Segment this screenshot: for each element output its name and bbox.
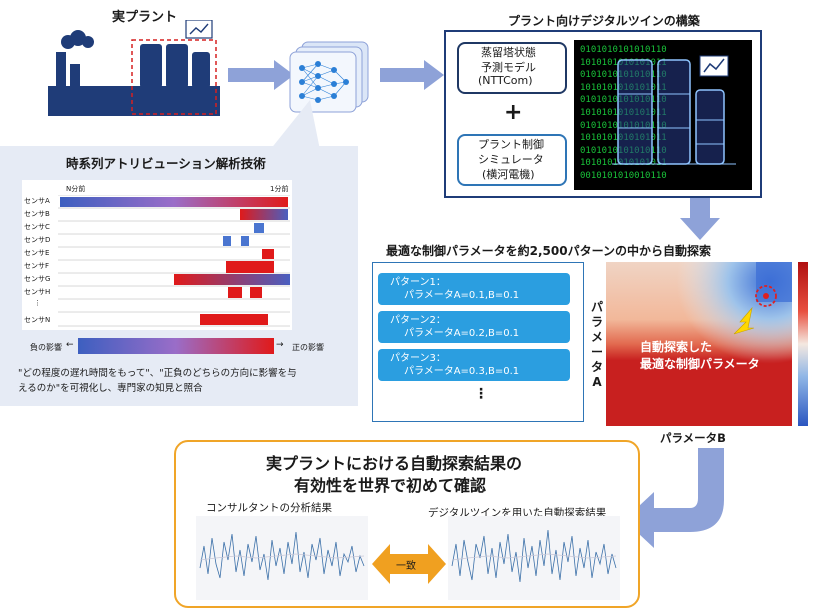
heatmap-header-left: N分前: [66, 185, 86, 193]
sensor-label: センサD: [24, 236, 51, 244]
sensor-label: センサA: [24, 197, 50, 205]
attribution-heatmap: [58, 195, 290, 327]
plant-icon: [48, 20, 220, 116]
sensor-label: センサB: [24, 210, 50, 218]
legend-gradient: [78, 338, 274, 354]
attribution-caption-line2: えるのか"を可視化し、専門家の知見と照合: [18, 383, 203, 394]
pattern-name: パターン3：: [390, 353, 446, 364]
pattern-list-ellipsis: ⋮: [474, 386, 488, 402]
real-plant-title: 実プラント: [112, 10, 178, 25]
sim-line3: (横河電機): [482, 168, 535, 181]
attribution-title: 時系列アトリビューション解析技術: [66, 156, 266, 171]
virtual-plant-icon: [612, 55, 736, 165]
sim-line2: シミュレータ: [478, 153, 544, 166]
consultant-result-label: コンサルタントの分析結果: [206, 502, 332, 514]
match-label: 一致: [396, 561, 416, 572]
result-title-line1: 実プラントにおける自動探索結果の: [266, 454, 523, 473]
arrow-plant-to-ai: [228, 60, 294, 90]
heatmap-header-right: 1分前: [270, 185, 289, 193]
digital-twin-title: プラント向けデジタルツインの構築: [508, 14, 700, 28]
pattern-params: パラメータA=0.1,B=0.1: [404, 290, 520, 301]
model-line1: 蒸留塔状態: [481, 46, 536, 59]
arrow-twin-to-search: [680, 198, 720, 240]
result-title-line2: 有効性を世界で初めて確認: [294, 476, 487, 495]
sensor-label: センサC: [24, 223, 50, 231]
sensor-label: センサN: [24, 316, 51, 324]
sensor-label: ⋮: [34, 299, 41, 307]
consultant-result-chart: [196, 516, 368, 600]
pattern-name: パターン1：: [390, 277, 446, 288]
legend-arrow-right: →: [276, 340, 284, 350]
parameter-a-axis-label: パ ラ メ ー タ A: [590, 300, 603, 389]
parameter-search-map: [606, 262, 792, 426]
twin-result-chart: [448, 516, 620, 600]
match-double-arrow: [372, 544, 446, 584]
pattern-item-1[interactable]: パターン1： パラメータA=0.1,B=0.1: [378, 273, 570, 305]
callout-pointer: [270, 100, 320, 150]
neural-network-icon: [289, 41, 369, 113]
attribution-caption-line1: "どの程度の遅れ時間をもって"、"正負のどちらの方向に影響を与: [18, 368, 297, 379]
search-annotation-line1: 自動探索した: [640, 340, 713, 354]
arrow-ai-to-twin: [380, 60, 444, 90]
legend-positive-label: 正の影響: [292, 343, 324, 352]
model-line3: (NTTCom): [478, 74, 533, 87]
pattern-name: パターン2：: [390, 315, 446, 326]
sensor-label: センサE: [24, 249, 50, 257]
model-line2: 予測モデル: [481, 61, 536, 74]
sensor-label: センサF: [24, 262, 50, 270]
pattern-params: パラメータA=0.2,B=0.1: [404, 328, 520, 339]
legend-negative-label: 負の影響: [30, 343, 62, 352]
state-prediction-model-box: [457, 42, 567, 94]
sensor-label: センサH: [24, 288, 51, 296]
plus-sign: +: [504, 100, 523, 125]
pattern-item-3[interactable]: パターン3： パラメータA=0.3,B=0.1: [378, 349, 570, 381]
pattern-params: パラメータA=0.3,B=0.1: [404, 366, 520, 377]
control-simulator-box: [457, 134, 567, 186]
sim-line1: プラント制御: [478, 138, 544, 151]
arrow-search-to-result: [624, 448, 724, 548]
auto-search-title: 最適な制御パラメータを約2,500パターンの中から自動探索: [386, 244, 711, 258]
search-annotation-line2: 最適な制御パラメータ: [640, 357, 760, 371]
sensor-label: センサG: [24, 275, 51, 283]
colorbar: [798, 262, 808, 426]
binary-row: 0101010101010110: [580, 45, 667, 55]
parameter-b-axis-label: パラメータB: [660, 431, 726, 445]
legend-arrow-left: ←: [66, 340, 74, 350]
pattern-item-2[interactable]: パターン2： パラメータA=0.2,B=0.1: [378, 311, 570, 343]
binary-row: 0010101010010110: [580, 170, 667, 181]
